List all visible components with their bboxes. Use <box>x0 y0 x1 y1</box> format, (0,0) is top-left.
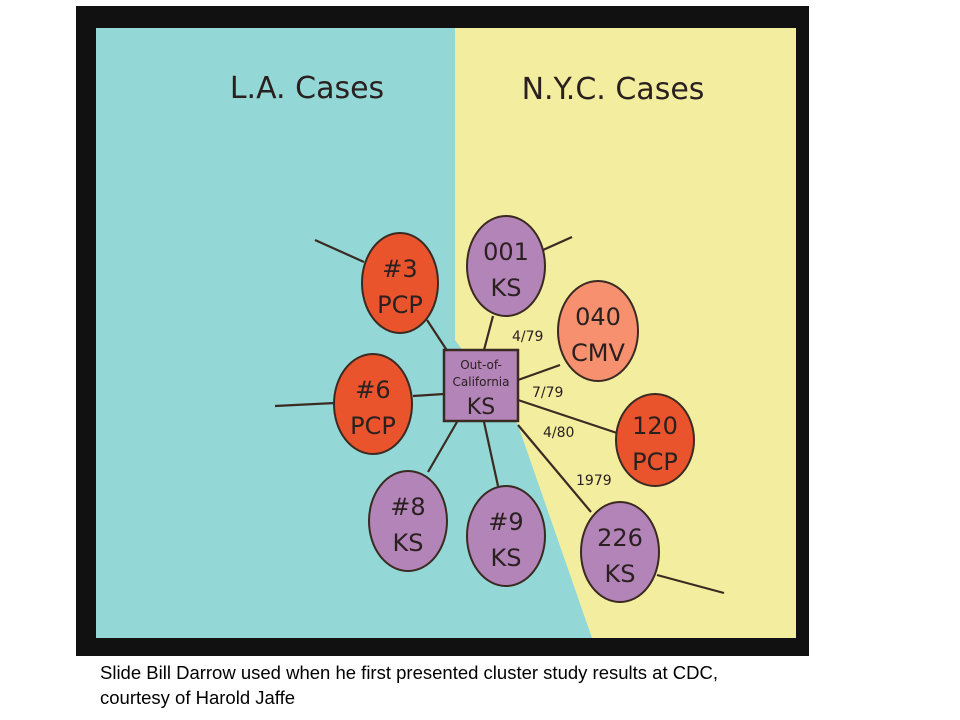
case-circle <box>557 280 639 382</box>
connection-line <box>314 238 365 264</box>
connection-line <box>517 398 618 435</box>
center-line3: KS <box>467 395 495 420</box>
connection-line <box>517 363 561 382</box>
case-circle <box>333 353 413 455</box>
case-node-n9: #9KS <box>466 485 546 587</box>
edge-label: 7/79 <box>532 385 563 401</box>
case-bottom-label: CMV <box>571 339 625 367</box>
connection-line <box>274 401 336 408</box>
la-title: L.A. Cases <box>230 71 384 106</box>
edge-label: 4/80 <box>543 425 574 441</box>
case-bottom-label: PCP <box>632 448 678 476</box>
connection-line <box>412 392 445 398</box>
edge-label: 4/79 <box>512 329 543 345</box>
case-circle <box>466 215 546 317</box>
caption-line1: Slide Bill Darrow used when he first pre… <box>100 662 718 683</box>
case-top-label: #8 <box>390 493 425 521</box>
connection-line <box>427 421 458 473</box>
case-top-label: #6 <box>355 376 390 404</box>
connection-line <box>482 421 500 487</box>
case-top-label: #3 <box>382 255 417 283</box>
case-circle <box>580 501 660 603</box>
nyc-title: N.Y.C. Cases <box>522 72 705 107</box>
case-circle <box>368 470 448 572</box>
case-circle <box>361 232 439 334</box>
connection-line <box>517 424 592 513</box>
case-bottom-label: KS <box>491 274 522 302</box>
case-circle <box>615 393 695 487</box>
center-line2: California <box>453 375 510 389</box>
case-top-label: 040 <box>575 303 621 331</box>
connection-line <box>656 573 725 595</box>
slide-caption: Slide Bill Darrow used when he first pre… <box>100 660 920 710</box>
case-bottom-label: KS <box>393 529 424 557</box>
case-bottom-label: PCP <box>377 291 423 319</box>
center-line1: Out-of- <box>460 358 502 372</box>
case-bottom-label: KS <box>605 560 636 588</box>
case-top-label: #9 <box>488 508 523 536</box>
case-node-n8: #8KS <box>368 470 448 572</box>
edge-label: 1979 <box>576 473 612 489</box>
connection-line <box>426 319 449 353</box>
case-bottom-label: KS <box>491 544 522 572</box>
center-node: Out-of- California KS <box>442 348 520 423</box>
case-circle <box>466 485 546 587</box>
caption-line2: courtesy of Harold Jaffe <box>100 687 296 708</box>
case-top-label: 001 <box>483 238 529 266</box>
connection-line <box>542 235 573 252</box>
case-top-label: 120 <box>632 412 678 440</box>
cluster-diagram-slide: L.A. Cases N.Y.C. Cases #3PCP001KS040CMV… <box>76 6 809 656</box>
case-bottom-label: PCP <box>350 412 396 440</box>
case-top-label: 226 <box>597 524 643 552</box>
connection-line <box>482 315 495 351</box>
